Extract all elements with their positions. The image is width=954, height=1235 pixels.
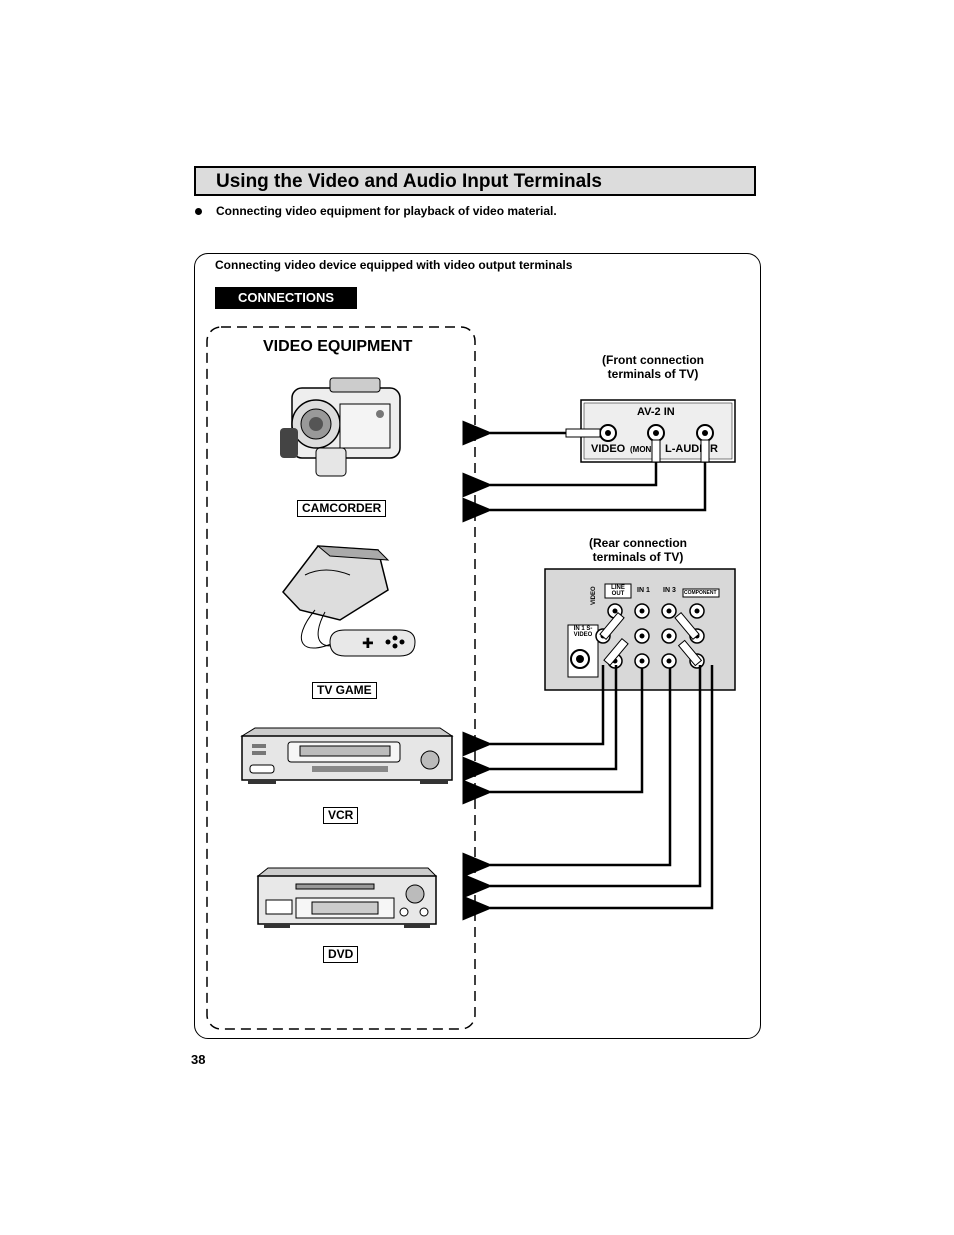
- rear-caption-line1: (Rear connection: [588, 536, 687, 550]
- dvd-icon: [256, 867, 438, 928]
- equipment-dashed-box: [206, 326, 476, 1030]
- rear-line-out-label: LINE OUT: [611, 585, 625, 597]
- av2-in-label: AV-2 IN: [637, 406, 675, 418]
- page-number: 38: [191, 1052, 206, 1067]
- front-r-label: R: [710, 443, 718, 455]
- front-caption-line1: (Front connection: [602, 353, 704, 367]
- rear-video-vertical-label: VIDEO: [591, 586, 597, 605]
- rear-component-label: COMPONENT: [684, 590, 717, 596]
- device-label-camcorder: CAMCORDER: [297, 500, 387, 517]
- vcr-icon: [240, 727, 454, 784]
- front-mono-label: (MON: [630, 445, 652, 454]
- device-label-tv-game: TV GAME: [312, 682, 377, 699]
- vcr-audio-r-cable: [462, 668, 644, 805]
- rear-in3-label: IN 3: [663, 587, 676, 594]
- bullet-text: Connecting video equipment for playback …: [216, 204, 557, 218]
- camcorder-audio-l-cable: [462, 462, 658, 498]
- front-caption-line2: terminals of TV): [607, 367, 699, 381]
- bullet-icon: [195, 208, 202, 215]
- page-title-bar: Using the Video and Audio Input Terminal…: [194, 166, 756, 196]
- rear-terminal-panel: [544, 568, 736, 691]
- connection-panel: [194, 253, 761, 1039]
- dvd-audio-l-cable: [462, 665, 702, 899]
- rear-caption-line2: terminals of TV): [592, 550, 684, 564]
- page-title: Using the Video and Audio Input Terminal…: [216, 171, 603, 192]
- panel-heading: Connecting video device equipped with vi…: [215, 258, 573, 272]
- dvd-audio-r-cable: [462, 665, 714, 921]
- equipment-heading: VIDEO EQUIPMENT: [263, 338, 413, 355]
- front-video-label: VIDEO: [591, 443, 626, 455]
- front-audio-label: L-AUDI: [665, 443, 703, 455]
- device-label-vcr: VCR: [323, 807, 359, 824]
- dvd-video-cable: [462, 668, 672, 878]
- rear-svideo-label: IN 1 S-VIDEO: [573, 626, 593, 638]
- svg-text:✚: ✚: [362, 636, 374, 652]
- camcorder-audio-r-cable: [462, 462, 707, 523]
- tv-game-icon: ✚: [282, 545, 416, 657]
- camcorder-icon: [280, 377, 401, 477]
- vcr-audio-l-cable: [462, 665, 618, 782]
- front-terminal-panel: [565, 399, 736, 463]
- connections-label: CONNECTIONS: [215, 287, 357, 309]
- rear-in1-label: IN 1: [637, 587, 650, 594]
- device-label-dvd: DVD: [323, 946, 359, 963]
- vcr-video-cable: [462, 665, 605, 757]
